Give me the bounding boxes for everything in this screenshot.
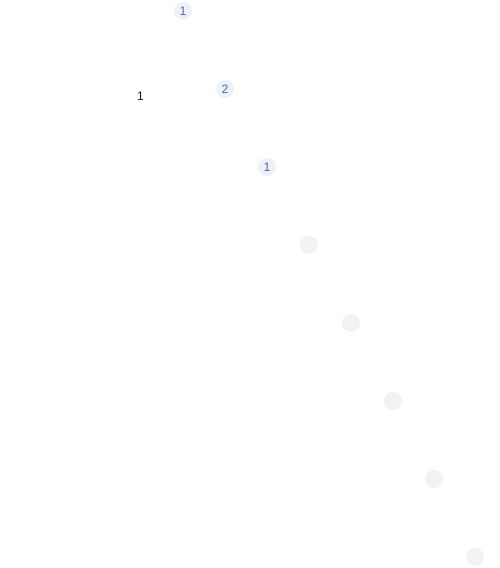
empty-badge[interactable] <box>300 236 318 254</box>
count-badge[interactable]: 2 <box>216 80 234 98</box>
count-badge[interactable]: 1 <box>174 2 192 20</box>
empty-badge[interactable] <box>342 314 360 332</box>
plain-number-label: 1 <box>137 89 144 103</box>
count-badge[interactable]: 1 <box>258 158 276 176</box>
empty-badge[interactable] <box>425 470 443 488</box>
empty-badge[interactable] <box>466 548 484 566</box>
empty-badge[interactable] <box>384 392 402 410</box>
